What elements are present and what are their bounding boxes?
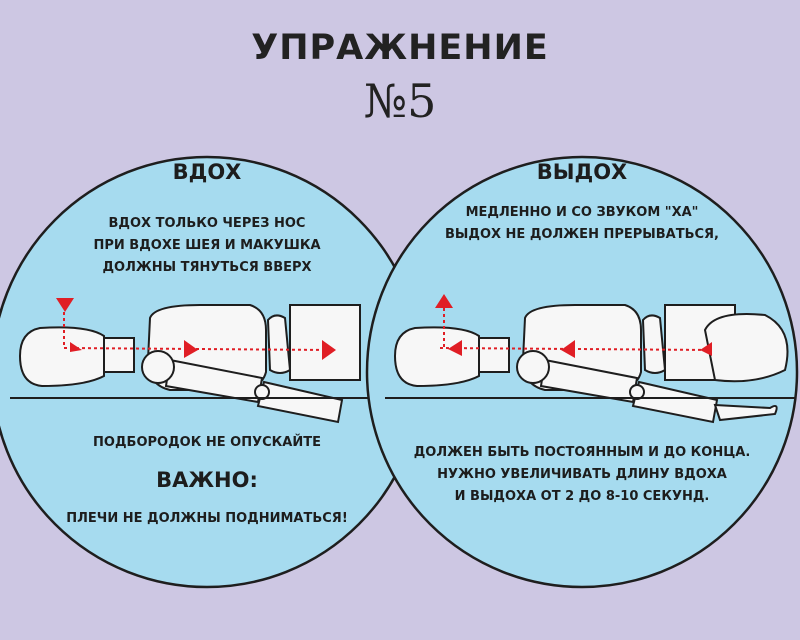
lying-figure-exhale — [384, 294, 796, 423]
exercise-number: №5 — [0, 74, 800, 128]
exhale-details: ДОЛЖЕН БЫТЬ ПОСТОЯННЫМ И ДО КОНЦА. НУЖНО… — [402, 442, 762, 508]
arrow-left-icon — [448, 340, 462, 356]
exhale-instructions: МЕДЛЕННО И СО ЗВУКОМ "ХА" ВЫДОХ НЕ ДОЛЖЕ… — [422, 202, 742, 246]
arrow-left-icon — [561, 340, 575, 358]
exhale-panel — [365, 155, 799, 589]
lying-figure-inhale — [9, 298, 421, 423]
arrow-up-icon — [435, 294, 453, 308]
inhale-note: ПОДБОРОДОК НЕ ОПУСКАЙТЕ — [93, 435, 321, 450]
exhale-line: МЕДЛЕННО И СО ЗВУКОМ "ХА" — [465, 205, 699, 220]
inhale-line: ВДОХ ТОЛЬКО ЧЕРЕЗ НОС — [108, 216, 306, 231]
exhale-header: ВЫДОХ — [536, 160, 628, 184]
arrow-right-icon — [70, 342, 82, 352]
inhale-line: ПРИ ВДОХЕ ШЕЯ И МАКУШКА — [93, 238, 321, 253]
important-label: ВАЖНО: — [156, 468, 258, 492]
arrow-right-icon — [322, 340, 336, 360]
inhale-panel — [0, 155, 424, 589]
arrow-right-icon — [184, 340, 198, 358]
inhale-line: ДОЛЖНЫ ТЯНУТЬСЯ ВВЕРХ — [102, 260, 312, 275]
inhale-instructions: ВДОХ ТОЛЬКО ЧЕРЕЗ НОС ПРИ ВДОХЕ ШЕЯ И МА… — [57, 213, 357, 279]
exhale-detail-line: ДОЛЖЕН БЫТЬ ПОСТОЯННЫМ И ДО КОНЦА. — [413, 445, 751, 460]
inhale-header: ВДОХ — [172, 160, 242, 184]
exercise-title: УПРАЖНЕНИЕ — [251, 28, 549, 68]
arrow-left-icon — [700, 342, 712, 356]
exhale-detail-line: И ВЫДОХА ОТ 2 ДО 8-10 СЕКУНД. — [454, 489, 710, 504]
arrow-down-icon — [56, 298, 74, 312]
exhale-line: ВЫДОХ НЕ ДОЛЖЕН ПРЕРЫВАТЬСЯ, — [445, 227, 719, 242]
exhale-detail-line: НУЖНО УВЕЛИЧИВАТЬ ДЛИНУ ВДОХА — [437, 467, 727, 482]
important-text: ПЛЕЧИ НЕ ДОЛЖНЫ ПОДНИМАТЬСЯ! — [66, 511, 348, 526]
exercise-number-label: №5 — [363, 74, 437, 128]
